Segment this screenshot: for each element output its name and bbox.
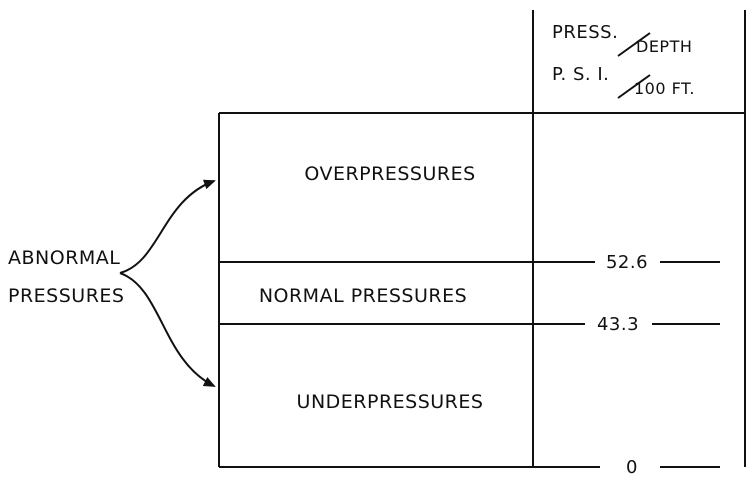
bottom-boundary-value: 0 [626,457,638,478]
header-divider-slash-1 [617,32,651,57]
upper-boundary-value: 52.6 [606,252,648,273]
underpressures-label: UNDERPRESSURES [297,391,484,413]
header-psi-label: P. S. I. [552,64,609,85]
header-depth-label: DEPTH [636,37,692,56]
lower-boundary-value: 43.3 [597,314,639,335]
pressure-table: 52.6 43.3 0 OVERPRESSURES NORMAL PRESSUR… [218,112,746,478]
overpressures-label: OVERPRESSURES [304,163,475,185]
normal-pressures-label: NORMAL PRESSURES [259,285,467,307]
arrow-to-overpressures [119,179,216,274]
abnormal-label-line1: ABNORMAL [8,247,120,269]
header-press-label: PRESS. [552,22,618,43]
abnormal-pressures-group: ABNORMAL PRESSURES [8,179,216,387]
header-box: PRESS. DEPTH P. S. I. 100 FT. [532,10,746,113]
arrow-to-underpressures [119,272,216,387]
header-100ft-label: 100 FT. [634,79,695,98]
header-divider-slash-2 [617,74,651,99]
abnormal-label-line2: PRESSURES [8,285,124,307]
